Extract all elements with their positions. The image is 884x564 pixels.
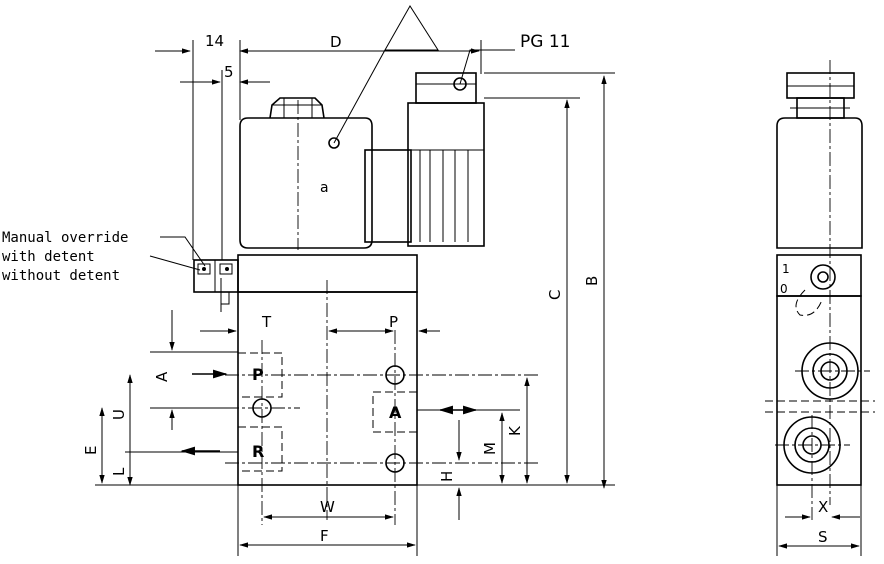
dim-M: M: [481, 442, 499, 455]
side-view: 1 0 X S: [765, 60, 875, 556]
dim-B: B: [583, 276, 601, 286]
dim-D: D: [330, 33, 342, 51]
dim-S: S: [818, 528, 828, 546]
dim-P-top: P: [389, 313, 398, 331]
dim-H: H: [438, 471, 456, 482]
front-view: a P R A PG 11 14: [2, 5, 615, 556]
port-label-a: A: [389, 403, 402, 422]
dim-14: 14: [205, 32, 224, 50]
side-coil: [776, 117, 863, 249]
dim-K: K: [506, 425, 524, 436]
dim-F: F: [320, 527, 329, 545]
manual-override-box: [193, 259, 239, 293]
dim-5: 5: [224, 63, 234, 81]
dim-U: U: [110, 409, 128, 420]
callout-line-3: without detent: [2, 268, 120, 284]
callout-line-2: with detent: [2, 249, 95, 265]
port-label-p: P: [252, 365, 264, 384]
cable-gland: [415, 72, 477, 104]
side-mark-1: 1: [782, 262, 790, 276]
side-body: [776, 295, 862, 486]
dim-E: E: [82, 446, 100, 455]
triangle-symbol: [384, 5, 439, 51]
callout-line-1: Manual override: [2, 230, 128, 246]
dim-L: L: [110, 467, 128, 476]
dim-X: X: [818, 498, 828, 516]
port-label-r: R: [252, 442, 264, 461]
dim-A-left: A: [153, 371, 171, 382]
dim-T: T: [261, 313, 272, 331]
dim-W: W: [320, 498, 335, 516]
connector-plug: [407, 102, 485, 247]
dim-C: C: [546, 290, 564, 300]
coil-base: [237, 254, 418, 293]
coil-housing: [239, 117, 373, 249]
coil-label-a: a: [320, 180, 329, 196]
side-mark-0: 0: [780, 282, 788, 296]
pg11-label: PG 11: [520, 32, 570, 52]
